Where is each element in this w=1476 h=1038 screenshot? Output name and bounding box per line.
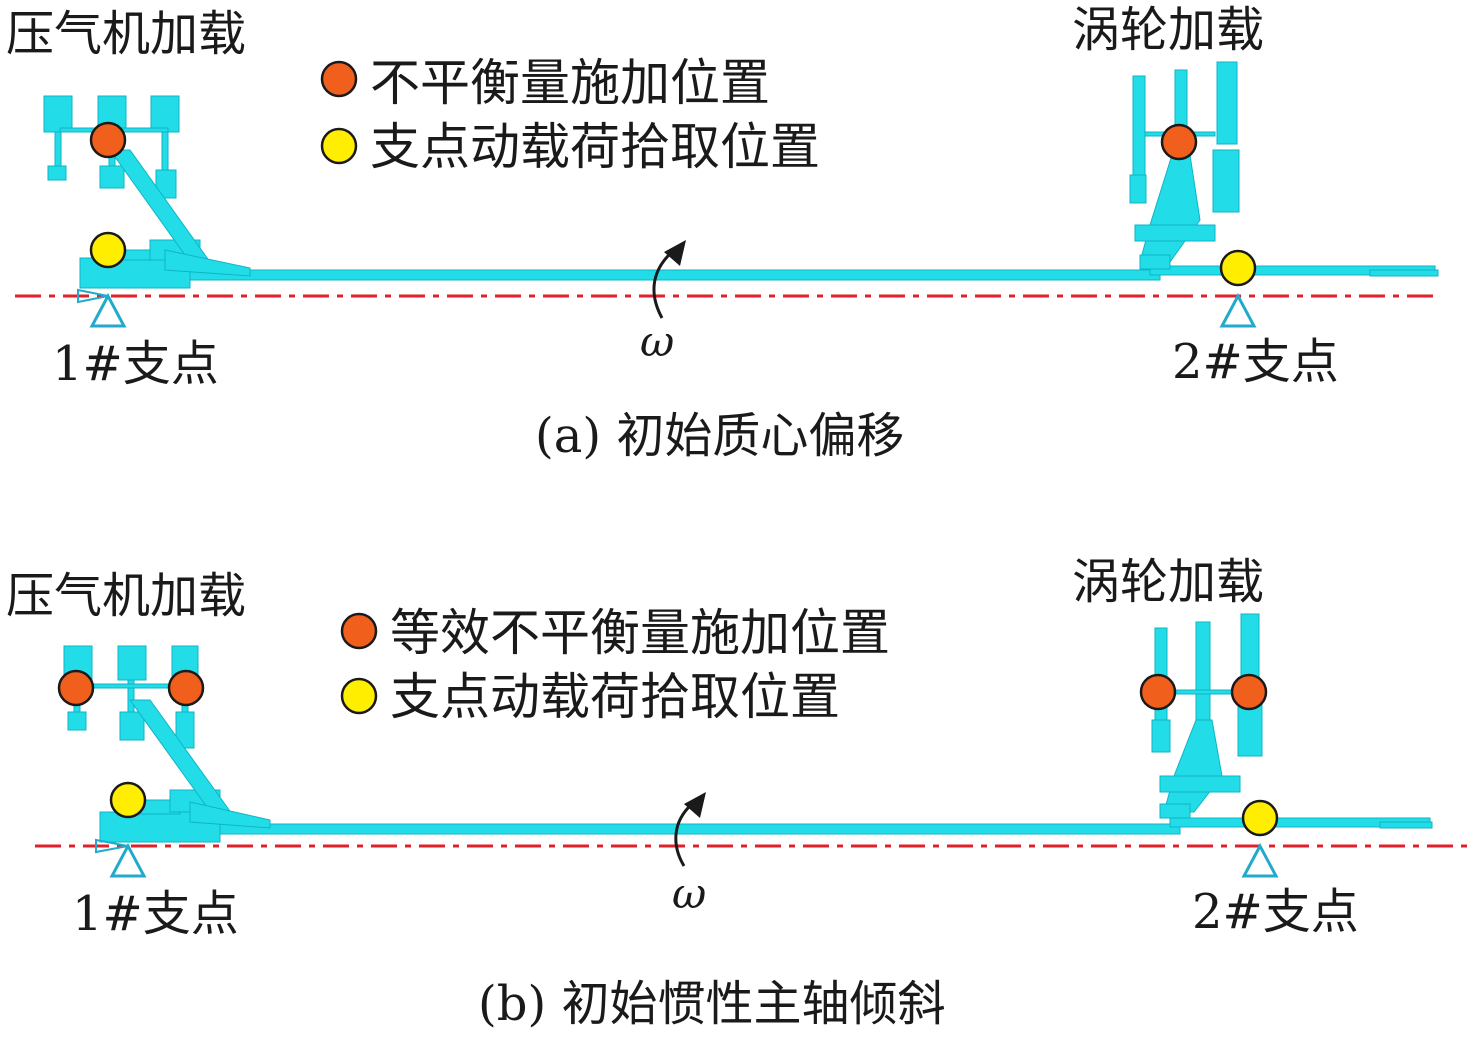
pickup-dot-support-1 [109,781,147,819]
panel-b: ω 等效不平衡量施加位置 支点动载荷拾取位置 压气机加载 涡轮加载 1#支点 2… [6,554,1470,1032]
support-2-label: 2#支点 [1172,334,1339,390]
compressor-load-label: 压气机加载 [6,568,246,624]
omega-label: ω [640,317,674,366]
legend-unbalance-icon [340,612,378,650]
panel-a-caption: (a) 初始质心偏移 [535,408,904,464]
support-2-label: 2#支点 [1192,884,1359,940]
rotor-model [63,613,1433,843]
support-2-symbol [1219,292,1257,328]
support-1-label: 1#支点 [52,336,219,392]
unbalance-dot-turbine-left [1139,673,1177,711]
unbalance-dot-compressor [89,121,127,159]
pickup-dot-support-2 [1219,249,1257,287]
legend-pickup-icon [340,677,378,715]
legend-pickup-label: 支点动载荷拾取位置 [390,668,840,726]
rotation-arrow [674,792,706,867]
unbalance-dot-compressor-left [57,669,95,707]
legend-pickup-icon [320,127,358,165]
pickup-dot-support-2 [1241,799,1279,837]
turbine-load-label: 涡轮加载 [1072,554,1264,610]
unbalance-dot-turbine [1160,123,1198,161]
legend-unbalance-icon [320,60,358,98]
turbine-load-label: 涡轮加载 [1072,2,1264,58]
support-1-label: 1#支点 [72,886,239,942]
unbalance-dot-turbine-right [1230,673,1268,711]
pickup-dot-support-1 [89,231,127,269]
unbalance-dot-compressor-right [167,669,205,707]
support-2-symbol [1241,842,1279,878]
omega-label: ω [672,869,706,918]
compressor-load-label: 压气机加载 [6,6,246,62]
support-1-symbol [95,838,147,878]
legend-pickup-label: 支点动载荷拾取位置 [370,118,820,176]
rotation-arrow [652,240,686,319]
legend-unbalance-label: 不平衡量施加位置 [370,54,770,112]
panel-b-caption: (b) 初始惯性主轴倾斜 [478,976,945,1032]
support-1-symbol [77,288,127,328]
panel-a: ω 不平衡量施加位置 支点动载荷拾取位置 压气机加载 涡轮加载 1#支点 2#支… [6,2,1440,464]
legend-unbalance-label: 等效不平衡量施加位置 [390,604,890,662]
